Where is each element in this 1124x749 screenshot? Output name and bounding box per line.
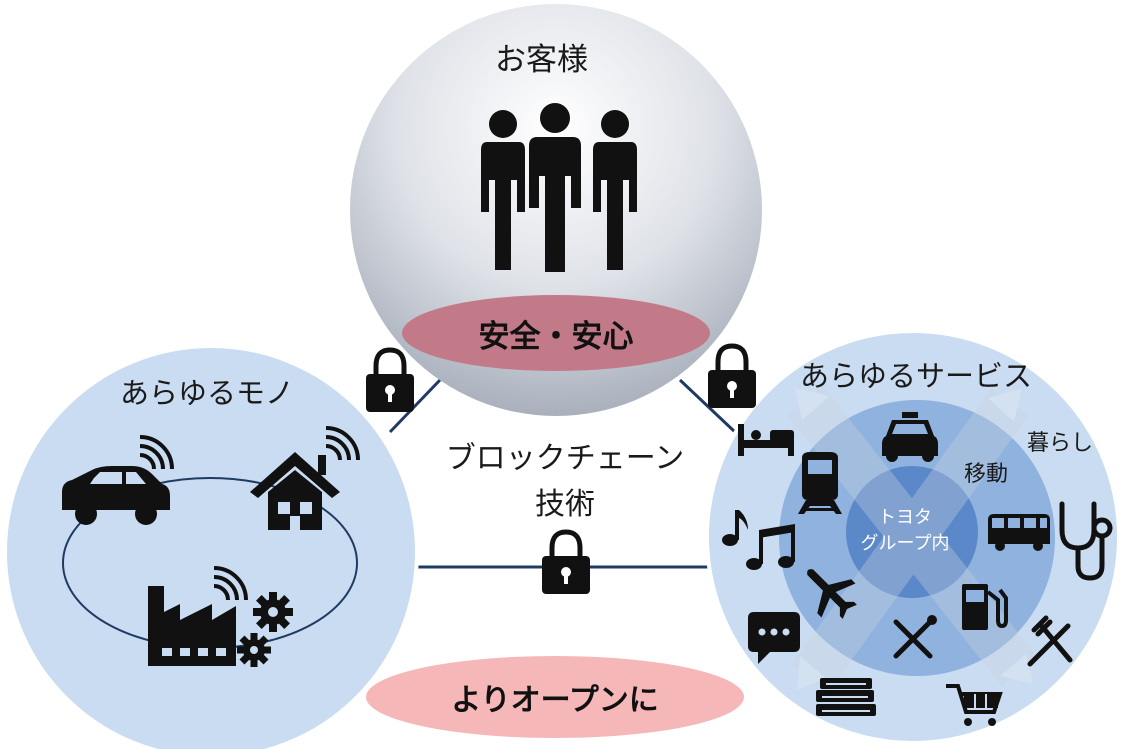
wifi-icon — [139, 435, 174, 470]
train-icon — [798, 452, 842, 514]
customers-title: お客様 — [495, 42, 588, 78]
fuel-pump-icon — [962, 584, 1008, 630]
outer-ring-label: 暮らし — [1027, 431, 1094, 456]
safety-badge-label: 安全・安心 — [478, 318, 634, 355]
car-icon — [62, 466, 170, 525]
open-badge: よりオープンに — [366, 656, 744, 738]
wifi-icon — [325, 426, 360, 461]
bed-icon — [738, 424, 794, 456]
technology-line1: ブロックチェーン — [445, 441, 685, 476]
safety-badge: 安全・安心 — [402, 295, 710, 371]
stethoscope-icon — [1059, 501, 1113, 581]
connector-top-right — [678, 378, 737, 434]
bus-icon — [988, 514, 1050, 551]
books-icon — [816, 678, 876, 716]
lock-icon — [366, 347, 414, 412]
open-badge-label: よりオープンに — [451, 683, 659, 718]
airplane-icon — [807, 569, 857, 619]
connector-top-left — [388, 378, 442, 434]
cart-icon — [946, 684, 1003, 726]
technology-line2: 技術 — [535, 487, 595, 522]
core-label-line2: グループ内 — [860, 533, 950, 554]
wifi-icon — [213, 566, 248, 601]
gear-icon — [237, 592, 293, 667]
things-circle — [3, 344, 419, 749]
middle-ring-label: 移動 — [964, 462, 1009, 487]
chat-icon — [748, 612, 800, 664]
services-title: あらゆるサービス — [800, 359, 1033, 393]
lock-icon — [542, 529, 590, 594]
factory-icon — [148, 586, 236, 666]
house-icon — [250, 452, 340, 530]
core-label-line1: トヨタ — [878, 507, 932, 528]
people-icon — [481, 103, 637, 272]
technology-label: ブロックチェーン 技術 — [445, 436, 685, 528]
music-icon — [722, 510, 795, 570]
taxi-icon — [882, 412, 938, 462]
fork-knife-icon — [1027, 615, 1073, 667]
core-label: トヨタ グループ内 — [850, 505, 960, 557]
services-core — [846, 466, 978, 598]
lock-icon — [708, 343, 756, 408]
things-title: あらゆるモノ — [120, 376, 295, 410]
tools-icon — [893, 615, 937, 659]
